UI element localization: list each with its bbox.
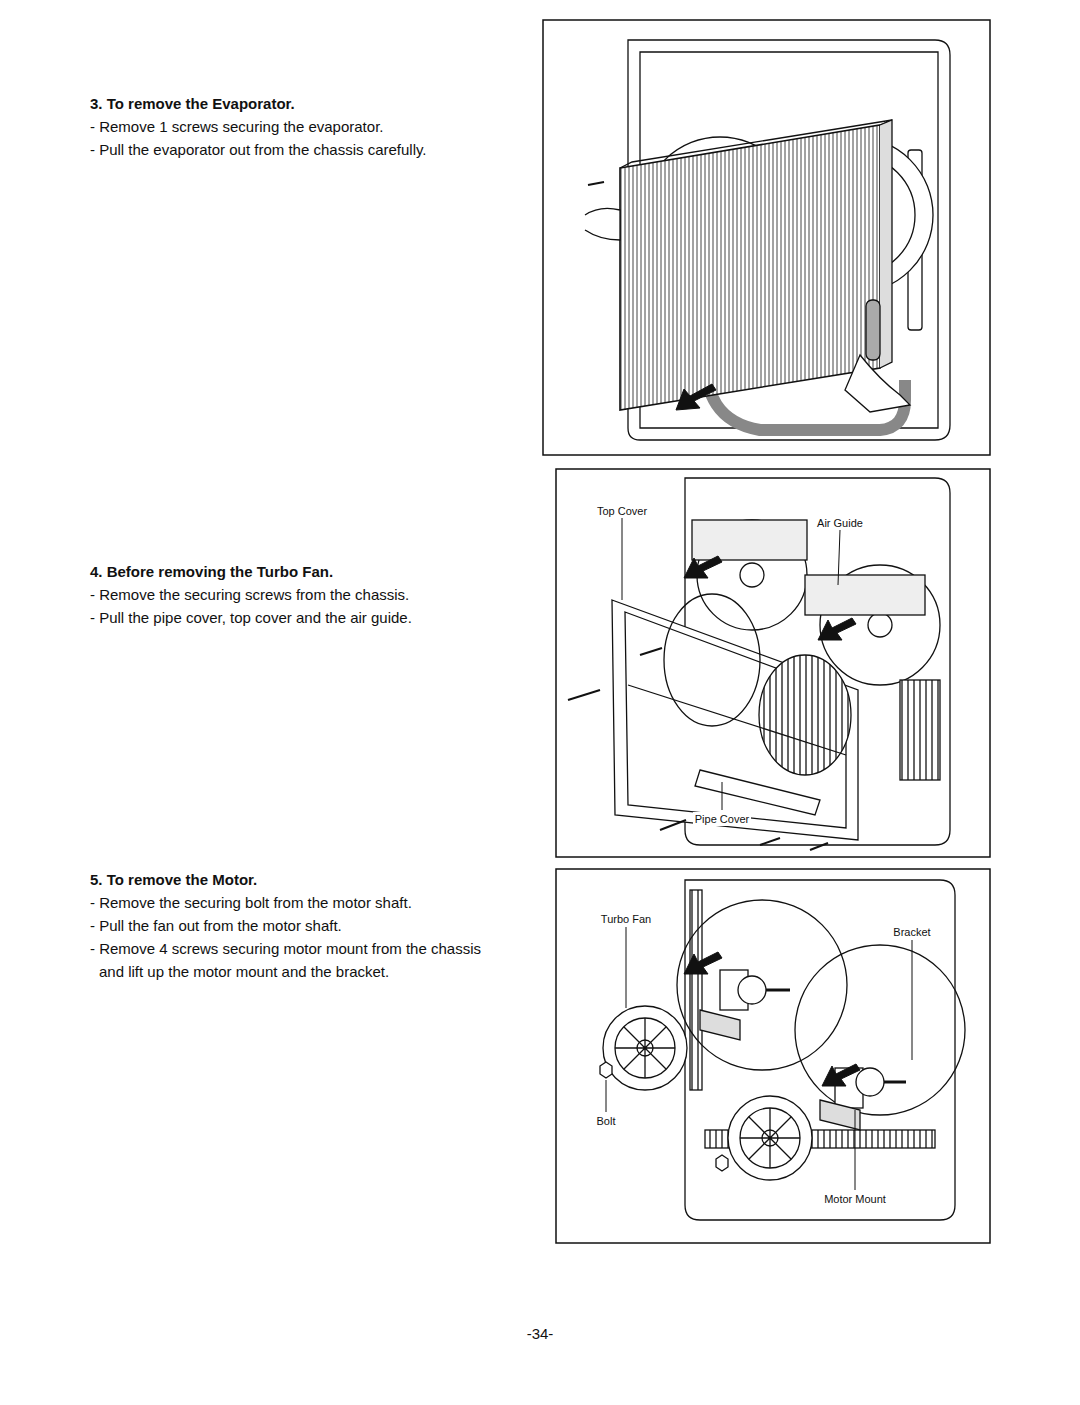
instruction-step: - Remove 4 screws securing motor mount f… — [90, 937, 504, 983]
part-name: Bolt — [595, 1114, 618, 1128]
section-heading: 4. Before removing the Turbo Fan. — [90, 560, 333, 583]
part-name: Top Cover — [595, 504, 649, 518]
page-number: -34- — [527, 1322, 554, 1345]
part-name: Air Guide — [815, 516, 865, 530]
instruction-step: - Remove 1 screws securing the evaporato… — [90, 115, 383, 138]
leader-lines — [606, 518, 912, 1190]
figure-frame — [543, 20, 990, 455]
part-name: Motor Mount — [822, 1192, 888, 1206]
instruction-step: - Remove the securing screws from the ch… — [90, 583, 409, 606]
motor-figure — [600, 880, 965, 1220]
part-name: Turbo Fan — [599, 912, 653, 926]
figure-frame — [556, 469, 990, 857]
section-heading: 5. To remove the Motor. — [90, 868, 257, 891]
turbo-fan-cover-figure — [568, 478, 950, 850]
part-name: Pipe Cover — [693, 812, 751, 826]
instruction-step: - Pull the evaporator out from the chass… — [90, 138, 427, 161]
instruction-step: - Pull the fan out from the motor shaft. — [90, 914, 342, 937]
evaporator-figure — [585, 40, 950, 440]
section-heading: 3. To remove the Evaporator. — [90, 92, 295, 115]
instruction-step: - Remove the securing bolt from the moto… — [90, 891, 412, 914]
instruction-step: - Pull the pipe cover, top cover and the… — [90, 606, 412, 629]
part-name: Bracket — [891, 925, 932, 939]
figure-frame — [556, 869, 990, 1243]
